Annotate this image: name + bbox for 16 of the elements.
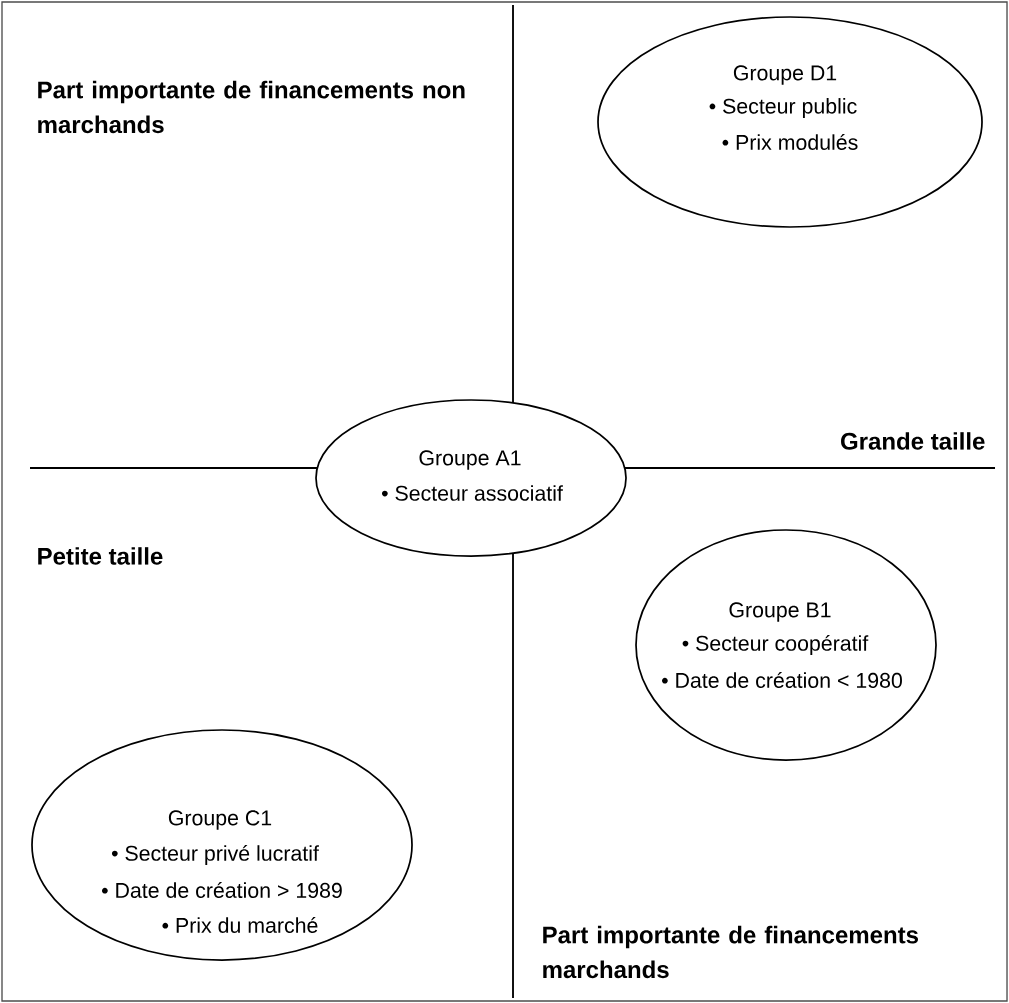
axis-label: Petite taille (38, 547, 163, 565)
axis-label: Part importante de financements non marchands (38, 80, 465, 134)
bullet-item: • Date de création > 1989 (102, 882, 342, 898)
group-title: Groupe B1 (729, 602, 831, 622)
group-title: Groupe C1 (168, 810, 272, 830)
group-title: Groupe A1 (419, 450, 521, 470)
axis-label: Grande taille (841, 432, 985, 450)
bullet-item: • Secteur public (709, 98, 857, 118)
bullet-item: • Prix modulés (722, 134, 858, 150)
group-title: Groupe D1 (733, 65, 837, 85)
bullet-item: • Secteur privé lucratif (111, 844, 319, 866)
bullet-item: • Date de création < 1980 (662, 672, 902, 688)
axis-label: Part importante de financements marchands (543, 925, 918, 979)
bullet-item: • Secteur coopératif (682, 634, 869, 656)
bullet-item: • Prix du marché (162, 917, 318, 933)
bullet-item: • Secteur associatif (381, 485, 563, 501)
